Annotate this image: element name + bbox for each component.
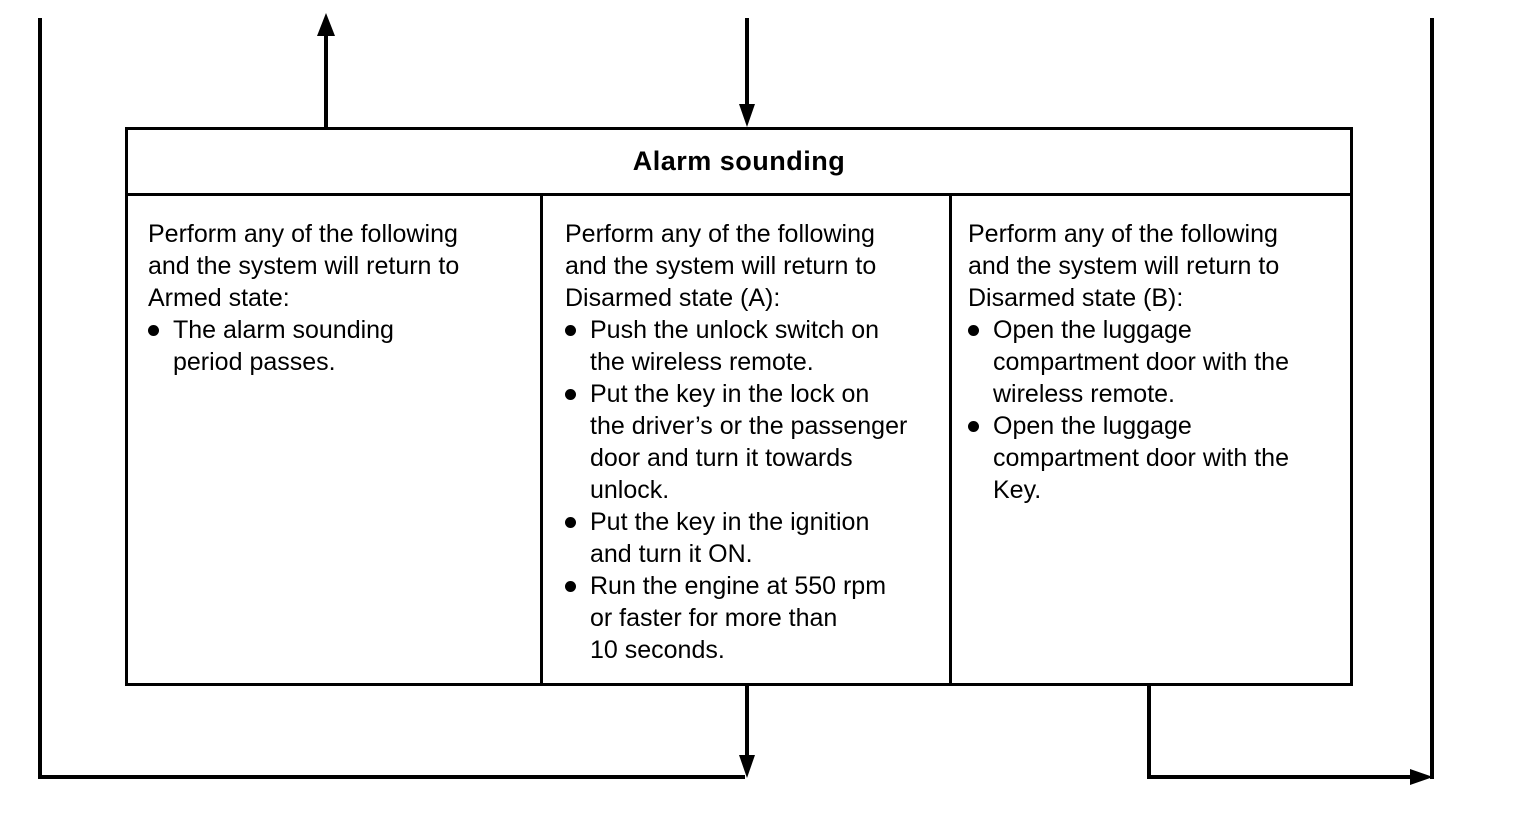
- alarm-sounding-box: Alarm sounding Perform any of the follow…: [125, 127, 1353, 686]
- box-columns: Perform any of the following and the sys…: [128, 196, 1350, 683]
- bullet-text: Open the luggage compartment door with t…: [993, 316, 1289, 408]
- bullet-item: Open the luggage compartment door with t…: [968, 410, 1350, 506]
- bullet-icon: [565, 581, 576, 592]
- column-intro: Perform any of the following and the sys…: [565, 220, 877, 312]
- box-header: Alarm sounding: [128, 130, 1350, 196]
- box-title: Alarm sounding: [632, 146, 846, 176]
- bottom-center-down-arrow: [739, 686, 755, 778]
- bullet-list: Push the unlock switch on the wireless r…: [565, 314, 949, 666]
- bullet-icon: [565, 517, 576, 528]
- column-disarmed-state-a: Perform any of the following and the sys…: [543, 196, 952, 683]
- bullet-text: Push the unlock switch on the wireless r…: [590, 316, 880, 376]
- down-entry-arrow: [739, 18, 755, 127]
- left-return-line: [38, 18, 745, 779]
- bullet-text: Open the luggage compartment door with t…: [993, 412, 1289, 504]
- bullet-text: Put the key in the lock on the driver’s …: [590, 380, 908, 504]
- bullet-item: Put the key in the ignition and turn it …: [565, 506, 949, 570]
- bullet-icon: [565, 325, 576, 336]
- bullet-list: Open the luggage compartment door with t…: [968, 314, 1350, 506]
- bullet-text: Put the key in the ignition and turn it …: [590, 508, 870, 568]
- bullet-item: Open the luggage compartment door with t…: [968, 314, 1350, 410]
- bullet-item: Run the engine at 550 rpm or faster for …: [565, 570, 949, 666]
- bullet-icon: [968, 325, 979, 336]
- bullet-icon: [968, 421, 979, 432]
- bullet-text: The alarm sounding period passes.: [173, 316, 394, 376]
- bottom-right-arrow: [1147, 686, 1433, 785]
- up-arrow: [317, 13, 335, 127]
- bullet-icon: [565, 389, 576, 400]
- bullet-text: Run the engine at 550 rpm or faster for …: [590, 572, 887, 664]
- column-intro: Perform any of the following and the sys…: [148, 220, 460, 312]
- bullet-icon: [148, 325, 159, 336]
- bullet-item: Push the unlock switch on the wireless r…: [565, 314, 949, 378]
- column-armed-state: Perform any of the following and the sys…: [128, 196, 543, 683]
- column-disarmed-state-b: Perform any of the following and the sys…: [952, 196, 1350, 683]
- bullet-item: Put the key in the lock on the driver’s …: [565, 378, 949, 506]
- column-intro: Perform any of the following and the sys…: [968, 220, 1280, 312]
- bullet-item: The alarm sounding period passes.: [148, 314, 540, 378]
- bullet-list: The alarm sounding period passes.: [148, 314, 540, 378]
